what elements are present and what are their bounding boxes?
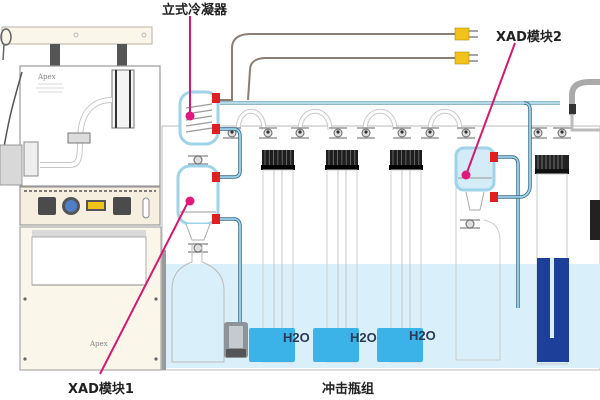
label-vertical-condenser: 立式冷凝器: [162, 3, 228, 18]
thermocouple-plug-1: [454, 27, 478, 41]
label-xad-module-2: XAD模块2: [496, 30, 562, 45]
label-impinger-set: 冲击瓶组: [322, 382, 375, 397]
xad1-connector-top: [212, 172, 220, 182]
thermocouple-plug-2: [454, 51, 478, 65]
outlet-umbilical: [569, 79, 600, 115]
clamp: [291, 127, 309, 139]
ball-joint-clamps: [188, 127, 571, 253]
probe-loop: [0, 28, 12, 46]
impinger-water: [249, 328, 295, 362]
xad1-connector-bottom: [212, 214, 220, 224]
callout-dot-condenser: [185, 111, 195, 121]
xad2-connector-top: [490, 152, 498, 162]
power-outlet-right: [113, 197, 131, 215]
h2o-label-2: H2O: [350, 330, 377, 345]
clamp: [357, 127, 375, 139]
clamp: [329, 127, 347, 139]
callouts: [99, 16, 516, 375]
callout-line-xad1: [99, 201, 189, 375]
condenser-connector-bottom: [212, 124, 220, 134]
top-hanger-bar: [1, 26, 153, 45]
thermocouple-wire-1: [220, 33, 455, 101]
impinger-water: [313, 328, 359, 362]
silica-gel-impinger: [535, 155, 569, 365]
impinger-bottle: [377, 150, 423, 363]
impinger-bottle: [313, 150, 359, 363]
callout-line-xad2: [465, 42, 516, 176]
impinger-water: [377, 328, 423, 362]
meter-box: Apex Apex: [0, 26, 162, 371]
svg-text:Apex: Apex: [37, 73, 56, 81]
clamp: [460, 219, 480, 229]
xad-module-1: [176, 164, 220, 241]
clamp: [393, 127, 411, 139]
svg-text:Apex: Apex: [89, 340, 108, 348]
h2o-label-3: H2O: [409, 328, 436, 343]
thermocouple-wire-2: [247, 57, 455, 101]
clamp: [188, 155, 208, 165]
clamp: [188, 243, 208, 253]
impinger-bottle: [249, 150, 295, 363]
clamp: [529, 127, 547, 139]
label-xad-module-1: XAD模块1: [68, 382, 134, 397]
power-outlet-left: [38, 197, 56, 215]
clamp: [259, 127, 277, 139]
submersible-pump: [224, 322, 248, 358]
clamp: [553, 127, 571, 139]
h2o-label-1: H2O: [283, 330, 310, 345]
callout-dot-xad2: [461, 170, 471, 180]
clamp: [421, 127, 439, 139]
xad2-connector-bottom: [490, 192, 498, 202]
clamp: [457, 127, 475, 139]
callout-dot-xad1: [185, 196, 195, 206]
condenser-connector-top: [212, 93, 220, 103]
xad-module-2: [454, 146, 501, 361]
